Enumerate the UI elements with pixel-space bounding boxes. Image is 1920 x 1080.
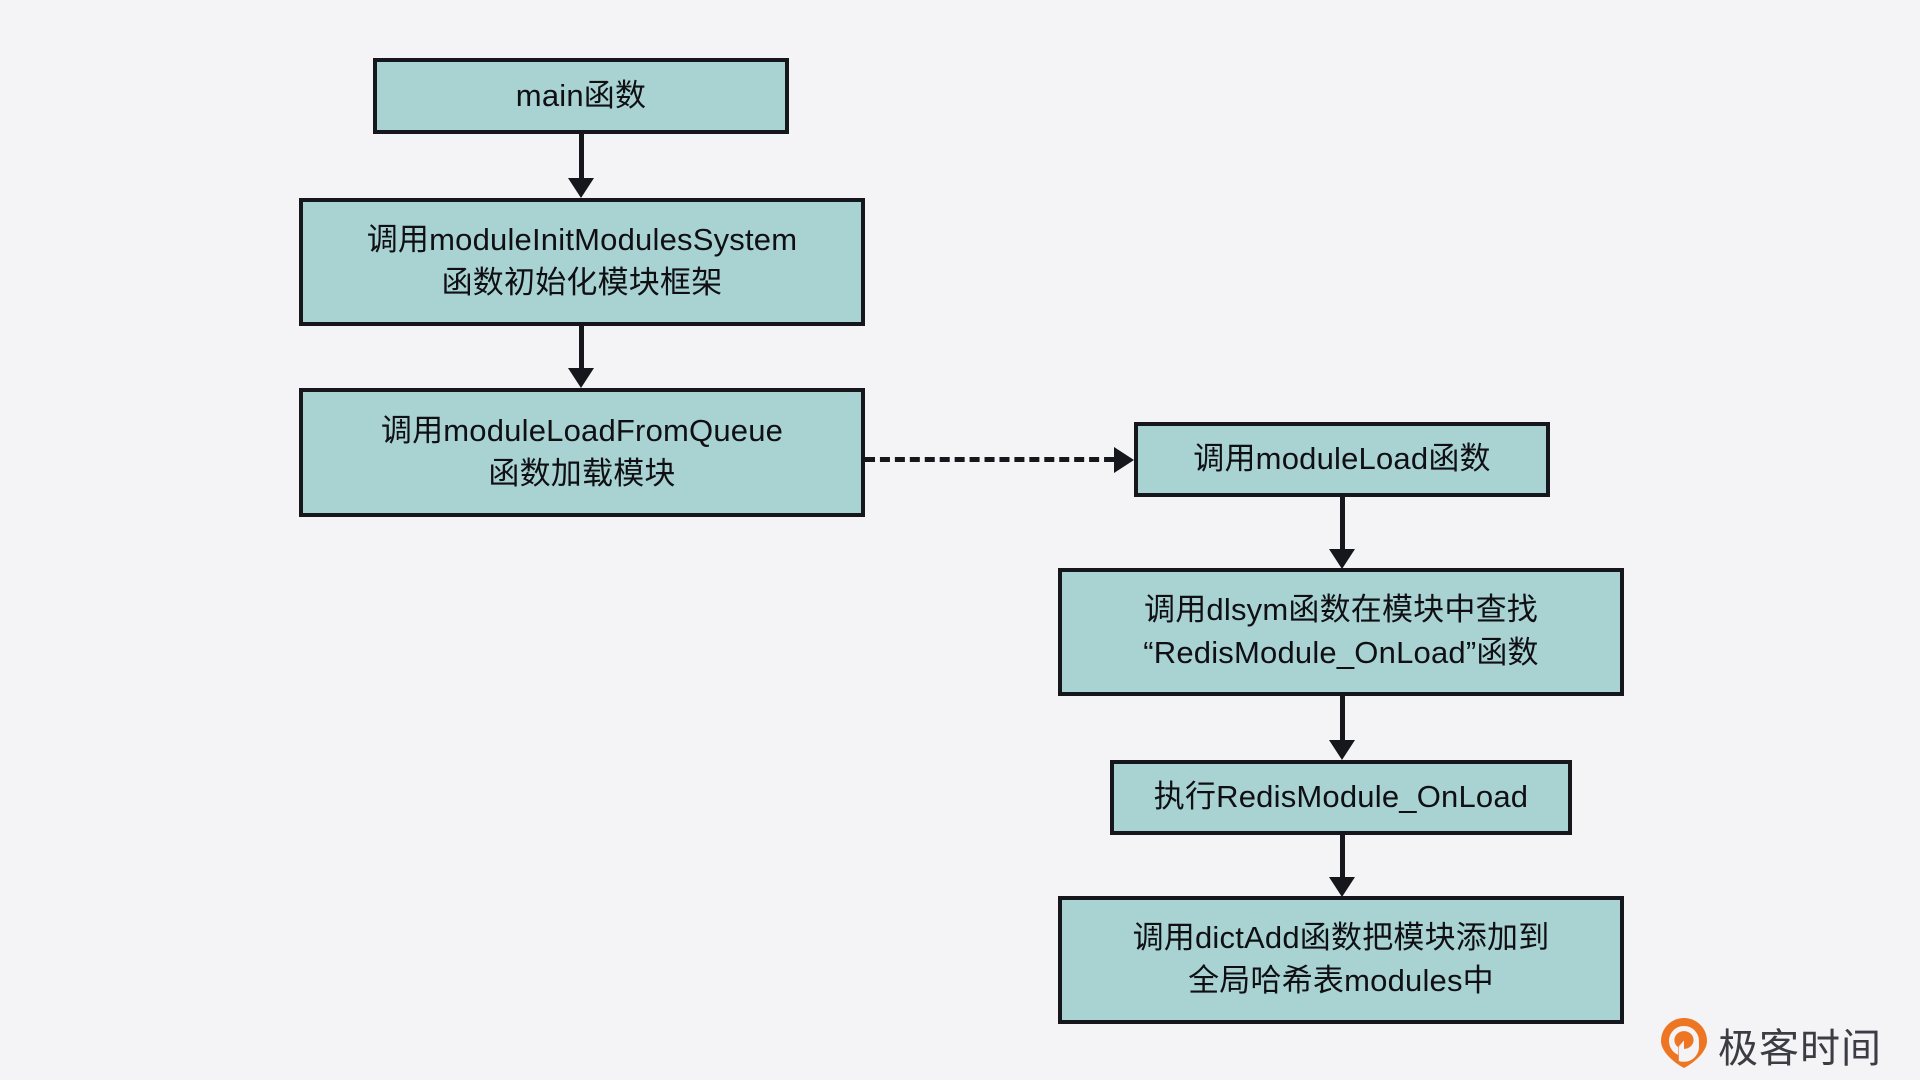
arrow-right-icon (1114, 447, 1134, 473)
flow-node-init-modules-system[interactable]: 调用moduleInitModulesSystem 函数初始化模块框架 (299, 198, 865, 326)
flow-node-module-load-line1: 调用moduleLoad函数 (1193, 441, 1491, 477)
geektime-logo-icon (1660, 1017, 1708, 1074)
arrow-down-icon (1329, 877, 1355, 897)
flow-node-execute-onload-line1: 执行RedisModule_OnLoad (1153, 779, 1529, 815)
flow-node-dlsym-line1: 调用dlsym函数在模块中查找 (1144, 592, 1538, 628)
edge-module-load-to-dlsym-line (1340, 497, 1345, 551)
flow-node-execute-onload[interactable]: 执行RedisModule_OnLoad (1110, 760, 1572, 835)
flow-node-dict-add-line2: 全局哈希表modules中 (1188, 963, 1494, 998)
edge-load-from-queue-to-module-load-dashed-line (865, 457, 1129, 462)
flow-node-dict-add[interactable]: 调用dictAdd函数把模块添加到 全局哈希表modules中 (1058, 896, 1624, 1024)
flow-node-dlsym[interactable]: 调用dlsym函数在模块中查找 “RedisModule_OnLoad”函数 (1058, 568, 1624, 696)
arrow-down-icon (1329, 740, 1355, 760)
watermark-text: 极客时间 (1718, 1026, 1882, 1072)
edge-dlsym-to-execute-onload-line (1340, 696, 1345, 742)
watermark: 极客时间 (1660, 1016, 1882, 1074)
flow-node-load-from-queue[interactable]: 调用moduleLoadFromQueue 函数加载模块 (299, 388, 865, 517)
flow-node-main[interactable]: main函数 (373, 58, 789, 134)
flow-node-load-from-queue-line2: 函数加载模块 (488, 455, 676, 491)
flow-node-dict-add-line1: 调用dictAdd函数把模块添加到 (1132, 920, 1550, 956)
flow-node-dlsym-line2: “RedisModule_OnLoad”函数 (1143, 635, 1539, 670)
flow-node-init-modules-system-line1: 调用moduleInitModulesSystem (366, 222, 798, 258)
edge-execute-onload-to-dict-add-line (1340, 835, 1345, 879)
arrow-down-icon (568, 178, 594, 198)
flow-node-module-load[interactable]: 调用moduleLoad函数 (1134, 422, 1550, 497)
edge-init-system-to-load-from-queue-line (579, 326, 584, 370)
flow-node-main-line1: main函数 (515, 77, 647, 113)
edge-main-to-init-system-line (579, 134, 584, 180)
arrow-down-icon (568, 368, 594, 388)
arrow-down-icon (1329, 549, 1355, 569)
flow-node-init-modules-system-line2: 函数初始化模块框架 (441, 265, 723, 300)
flow-node-load-from-queue-line1: 调用moduleLoadFromQueue (380, 412, 784, 448)
